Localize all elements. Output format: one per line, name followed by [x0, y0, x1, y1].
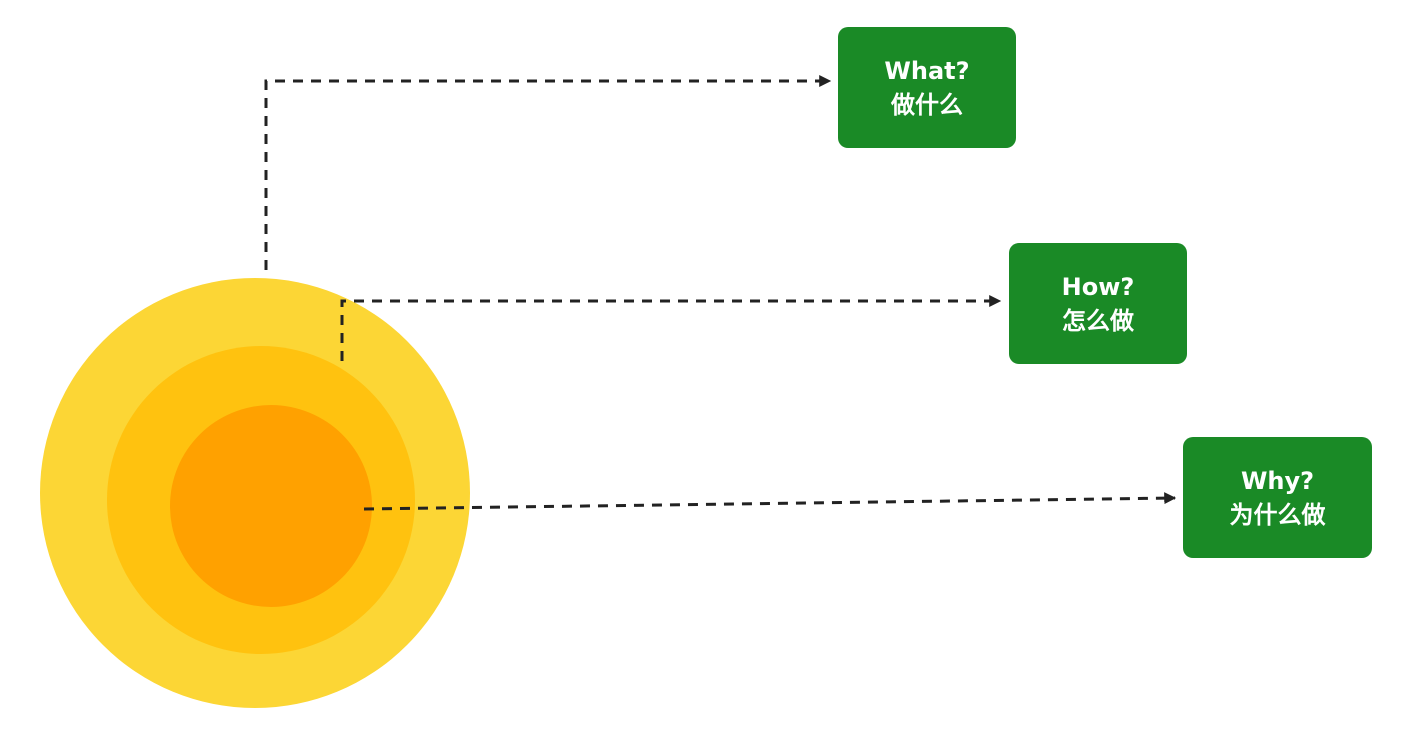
how-box: How? 怎么做	[1009, 243, 1187, 364]
what-label-en: What?	[884, 56, 970, 85]
why-label-zh: 为什么做	[1229, 500, 1326, 529]
inner-core-circle	[170, 405, 372, 607]
why-box: Why? 为什么做	[1183, 437, 1372, 558]
how-label-en: How?	[1061, 272, 1135, 301]
how-connector-line	[340, 295, 1002, 361]
why-label-en: Why?	[1240, 466, 1315, 495]
why-connector-line	[363, 492, 1177, 511]
what-label-zh: 做什么	[891, 90, 963, 119]
what-connector-line	[264, 75, 832, 270]
what-box: What? 做什么	[838, 27, 1016, 148]
how-label-zh: 怎么做	[1062, 306, 1134, 335]
